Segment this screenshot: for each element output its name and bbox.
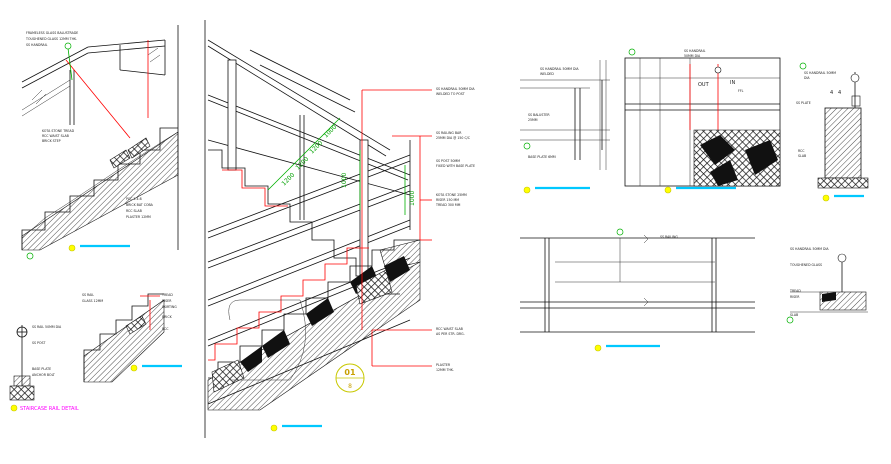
svg-text:SS HANDRAIL 50MM DIA: SS HANDRAIL 50MM DIA xyxy=(436,87,475,91)
svg-text:FFL: FFL xyxy=(738,89,744,93)
dim-vertical-1: 1000 xyxy=(341,173,348,188)
svg-text:BASE PLATE 6MM: BASE PLATE 6MM xyxy=(528,155,556,159)
svg-text:SLAB: SLAB xyxy=(790,313,798,317)
dim-2: 4 xyxy=(838,90,841,96)
detail-top-middle: SS HANDRAIL 50MM DIA WELDED SS BALUSTER … xyxy=(520,60,610,194)
svg-text:BASE PLATE: BASE PLATE xyxy=(32,367,51,371)
svg-text:WELDED TO POST: WELDED TO POST xyxy=(436,92,465,96)
svg-text:RISER: RISER xyxy=(162,299,172,303)
detail-top-left: FRAMELESS GLASS BALUSTRADE TOUGHENED GLA… xyxy=(21,25,179,260)
svg-text:SS RAILING: SS RAILING xyxy=(660,235,678,239)
svg-text:SS BALUSTER: SS BALUSTER xyxy=(528,113,550,117)
svg-text:DIA: DIA xyxy=(804,76,810,80)
svg-text:SS HANDRAIL: SS HANDRAIL xyxy=(26,43,48,47)
svg-text:SKIRTING: SKIRTING xyxy=(162,305,177,309)
svg-text:TREAD: TREAD xyxy=(161,293,173,297)
svg-text:TOUGHENED GLASS 12MM THK.: TOUGHENED GLASS 12MM THK. xyxy=(25,37,77,41)
bottom-left-title: STAIRCASE RAIL DETAIL xyxy=(20,406,79,412)
svg-text:SS RAILING BAR: SS RAILING BAR xyxy=(436,131,462,135)
svg-text:SS HANDRAIL 50MM: SS HANDRAIL 50MM xyxy=(804,71,836,75)
svg-text:RCC WAIST SLAB: RCC WAIST SLAB xyxy=(42,134,69,138)
svg-text:BRICK BAT COBA: BRICK BAT COBA xyxy=(126,203,154,207)
svg-text:WELDED: WELDED xyxy=(540,72,554,76)
svg-text:BRICK: BRICK xyxy=(162,315,173,319)
svg-text:RISER: RISER xyxy=(790,295,800,299)
svg-text:SS POST 50MM: SS POST 50MM xyxy=(436,159,460,163)
detail-far-right-bottom: SS HANDRAIL 50MM DIA TOUGHENED GLASS TRE… xyxy=(786,247,868,324)
dim-diag-1: 1200 xyxy=(280,172,296,188)
svg-text:SS RAIL 50MM DIA: SS RAIL 50MM DIA xyxy=(32,325,62,329)
callout-sheet: 8 xyxy=(348,383,352,390)
detail-bottom-left: SS RAIL GLASS 12MM TREAD RISER SKIRTING … xyxy=(9,293,182,412)
svg-text:RCC: RCC xyxy=(162,327,169,331)
dim-diag-4: 1000 xyxy=(322,124,338,140)
dim-vertical-2: 1000 xyxy=(409,191,416,206)
svg-text:TREAD 300 MM: TREAD 300 MM xyxy=(435,203,461,207)
svg-text:PLASTER: PLASTER xyxy=(436,363,451,367)
svg-text:25MM DIA @ 150 C/C: 25MM DIA @ 150 C/C xyxy=(436,136,471,140)
svg-text:25MM: 25MM xyxy=(528,118,538,122)
svg-text:KOTA STONE 25MM: KOTA STONE 25MM xyxy=(436,193,467,197)
svg-text:KOTA STONE TREAD: KOTA STONE TREAD xyxy=(42,129,75,133)
svg-text:BRICK STEP: BRICK STEP xyxy=(42,139,61,143)
dim-diag-2: 1200 xyxy=(294,156,310,172)
svg-text:SS HANDRAIL 50MM DIA: SS HANDRAIL 50MM DIA xyxy=(790,247,829,251)
svg-text:TREAD: TREAD xyxy=(789,289,801,293)
svg-text:RCC SLAB: RCC SLAB xyxy=(126,209,142,213)
svg-text:RCC: RCC xyxy=(798,149,805,153)
detail-far-right-top: SS HANDRAIL 50MM DIA 4 4 SS PLATE RCC SL… xyxy=(796,62,869,202)
svg-text:TOUGHENED GLASS: TOUGHENED GLASS xyxy=(789,263,822,267)
svg-text:50MM DIA: 50MM DIA xyxy=(684,54,701,58)
svg-text:SS RAIL: SS RAIL xyxy=(82,293,94,297)
svg-text:PLASTER 12MM: PLASTER 12MM xyxy=(126,215,151,219)
svg-text:RISER 150 MM: RISER 150 MM xyxy=(436,198,459,202)
svg-text:SS HANDRAIL: SS HANDRAIL xyxy=(684,49,706,53)
label-in: IN xyxy=(730,80,735,86)
svg-text:SLAB: SLAB xyxy=(798,154,806,158)
svg-text:RCC WAIST SLAB: RCC WAIST SLAB xyxy=(436,327,463,331)
svg-text:ANCHOR BOLT: ANCHOR BOLT xyxy=(32,373,55,377)
label-out: OUT xyxy=(698,82,710,88)
main-stair-section: 1000 1000 1200 1200 1200 1000 SS HANDRAI… xyxy=(204,20,475,438)
svg-text:SS POST: SS POST xyxy=(32,341,46,345)
detail-bottom-middle-plan: SS RAILING xyxy=(520,228,755,352)
svg-text:FIXED WITH BASE PLATE: FIXED WITH BASE PLATE xyxy=(436,164,475,168)
svg-text:FRAMELESS GLASS BALUSTRADE: FRAMELESS GLASS BALUSTRADE xyxy=(26,31,78,35)
detail-top-right: SS HANDRAIL 50MM DIA OUT IN FFL xyxy=(624,48,781,194)
svg-text:AS PER STR. DRG.: AS PER STR. DRG. xyxy=(436,332,465,336)
svg-text:12MM THK.: 12MM THK. xyxy=(436,368,454,372)
svg-text:PCC 1:4:8: PCC 1:4:8 xyxy=(126,197,142,201)
svg-text:SS PLATE: SS PLATE xyxy=(796,101,811,105)
dim-1: 4 xyxy=(830,90,833,96)
svg-text:SS HANDRAIL 50MM DIA: SS HANDRAIL 50MM DIA xyxy=(540,67,579,71)
svg-text:GLASS 12MM: GLASS 12MM xyxy=(82,299,103,303)
callout-number: 01 xyxy=(344,368,356,377)
dim-diag-3: 1200 xyxy=(308,140,324,156)
